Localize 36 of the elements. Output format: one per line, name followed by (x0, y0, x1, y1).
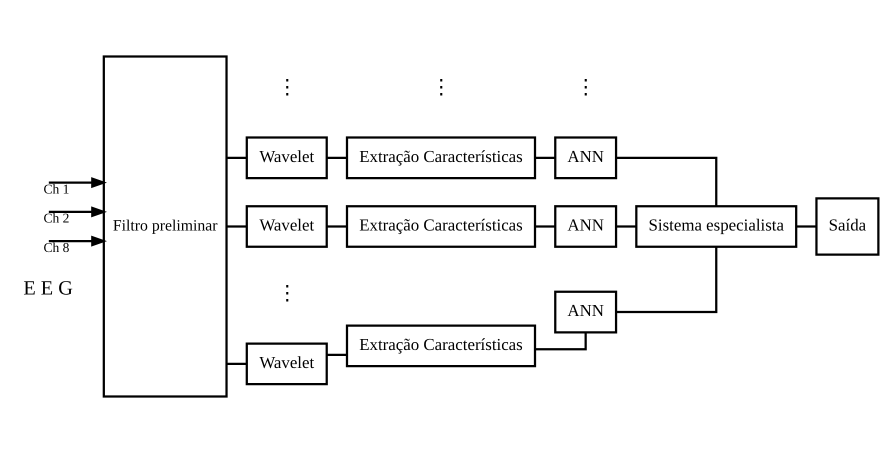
label: ⋮ (430, 77, 451, 100)
connector (535, 156, 556, 159)
connector (326, 225, 347, 228)
connector (535, 225, 556, 228)
node-box: ANN (554, 205, 618, 248)
node-box: ANN (554, 290, 618, 334)
connector (226, 156, 246, 159)
edge-label: Ch 1 (44, 181, 70, 196)
label: ⋮ (576, 77, 596, 100)
node-box: Sistema especialista (635, 205, 798, 248)
arrow (48, 177, 107, 188)
connector (226, 362, 246, 365)
arrow (48, 236, 107, 247)
connector (616, 225, 636, 228)
connector (616, 246, 718, 314)
node-box: Extração Características (346, 136, 536, 180)
connector (535, 332, 587, 350)
label: ⋮ (276, 283, 297, 306)
node-box: Extração Características (346, 205, 536, 248)
node-box: Wavelet (246, 342, 328, 386)
edge-label: Ch 8 (44, 240, 70, 255)
arrow (48, 206, 107, 218)
node-box: Filtro preliminar (102, 55, 228, 398)
node-box: Saída (815, 197, 880, 256)
node-box: ANN (554, 136, 618, 180)
connector (326, 156, 347, 159)
connector (326, 354, 347, 356)
connector (226, 225, 246, 228)
node-box: Extração Características (346, 324, 536, 368)
connector (616, 156, 718, 206)
connector (796, 225, 816, 228)
node-box: Wavelet (246, 136, 328, 180)
label: ⋮ (276, 77, 297, 100)
edge-label: Ch 2 (44, 210, 70, 226)
label: E E G (23, 278, 73, 300)
node-box: Wavelet (246, 205, 328, 248)
